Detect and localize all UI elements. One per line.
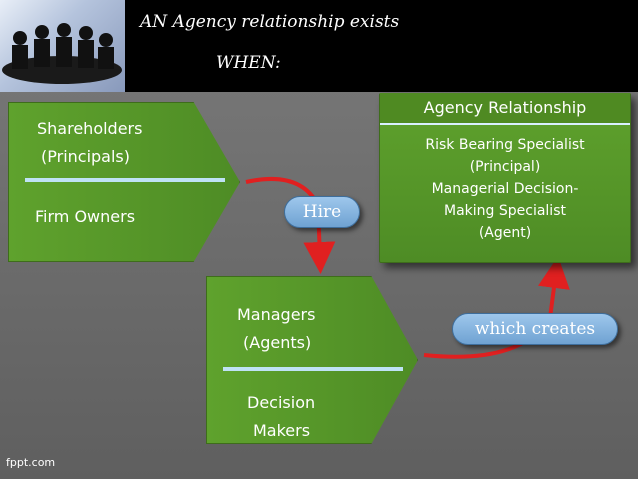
shareholders-divider <box>25 178 225 182</box>
makers-label: Makers <box>253 421 311 440</box>
hire-pill: Hire <box>284 196 360 228</box>
meeting-photo <box>0 0 125 92</box>
title-line-1: AN Agency relationship exists <box>140 12 400 32</box>
firm-owners-label: Firm Owners <box>35 207 136 226</box>
managers-label: Managers <box>237 305 316 324</box>
agents-label: (Agents) <box>243 333 312 352</box>
agency-relationship-box: Agency Relationship Risk Bearing Special… <box>379 93 631 263</box>
managers-box: Managers (Agents) Decision Makers <box>206 276 418 444</box>
principals-label: (Principals) <box>41 147 130 166</box>
managers-divider <box>223 367 403 371</box>
title-line-2: WHEN: <box>216 53 281 73</box>
agency-line: Making Specialist <box>444 203 566 219</box>
shareholders-box: Shareholders (Principals) Firm Owners <box>8 102 240 262</box>
footer-credit: fppt.com <box>6 456 56 469</box>
agency-line: Managerial Decision- <box>431 181 579 197</box>
decision-label: Decision <box>247 393 316 412</box>
shareholders-label: Shareholders <box>37 119 143 138</box>
agency-line: Risk Bearing Specialist <box>425 137 585 153</box>
agency-body: Risk Bearing Specialist (Principal) Mana… <box>380 134 630 244</box>
which-creates-pill: which creates <box>452 313 618 345</box>
agency-title: Agency Relationship <box>380 93 630 125</box>
agency-line: (Principal) <box>469 159 541 175</box>
agency-line: (Agent) <box>478 225 532 241</box>
